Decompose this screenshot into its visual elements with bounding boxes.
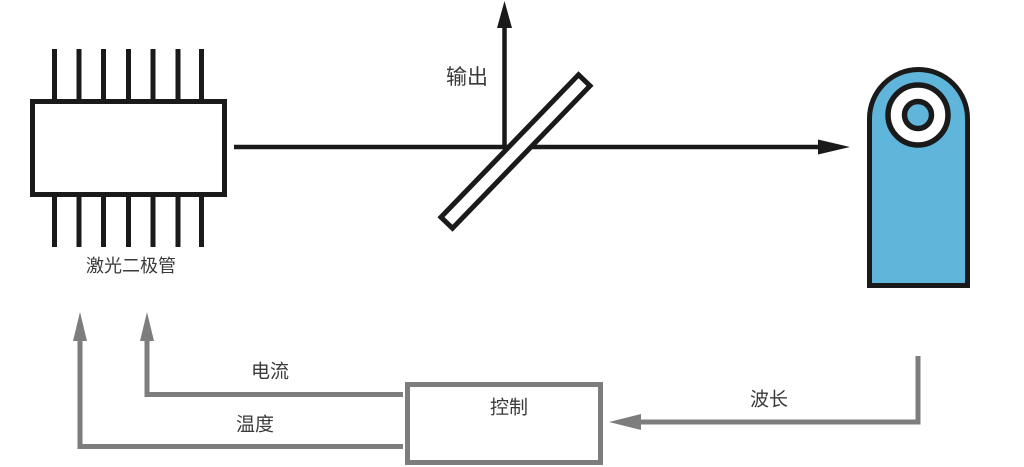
temperature-label: 温度 [236, 414, 274, 436]
current-arrowhead [140, 312, 154, 341]
laser-diode-symbol: 激光二极管 [30, 49, 227, 276]
beam-arrowhead [818, 139, 850, 155]
current-arrow-line [144, 338, 403, 397]
current-arrow: 电流 [140, 312, 403, 397]
wavelength-arrow: 波长 [609, 356, 921, 430]
control-box-outline [405, 382, 603, 465]
laser-diode-label: 激光二极管 [86, 256, 176, 276]
temperature-arrowhead [73, 312, 87, 341]
beam-arrow [234, 139, 850, 155]
current-label: 电流 [251, 361, 289, 383]
wavelength-arrow-line [638, 356, 921, 425]
beam-splitter [437, 71, 594, 232]
output-arrowhead [497, 1, 512, 28]
output-arrow: 输出 [446, 1, 512, 148]
wavelength-label: 波长 [750, 389, 788, 411]
temperature-arrow: 温度 [73, 312, 403, 449]
control-label: 控制 [490, 397, 528, 419]
output-label: 输出 [446, 65, 488, 89]
beam-splitter-plate [437, 71, 594, 232]
wavelength-arrowhead [609, 414, 641, 430]
laser-diode-body [30, 99, 227, 197]
temperature-arrow-line [77, 338, 403, 449]
detector-aperture-inner [901, 98, 935, 132]
wavelength-detector [867, 67, 970, 288]
control-box: 控制 [405, 382, 603, 465]
